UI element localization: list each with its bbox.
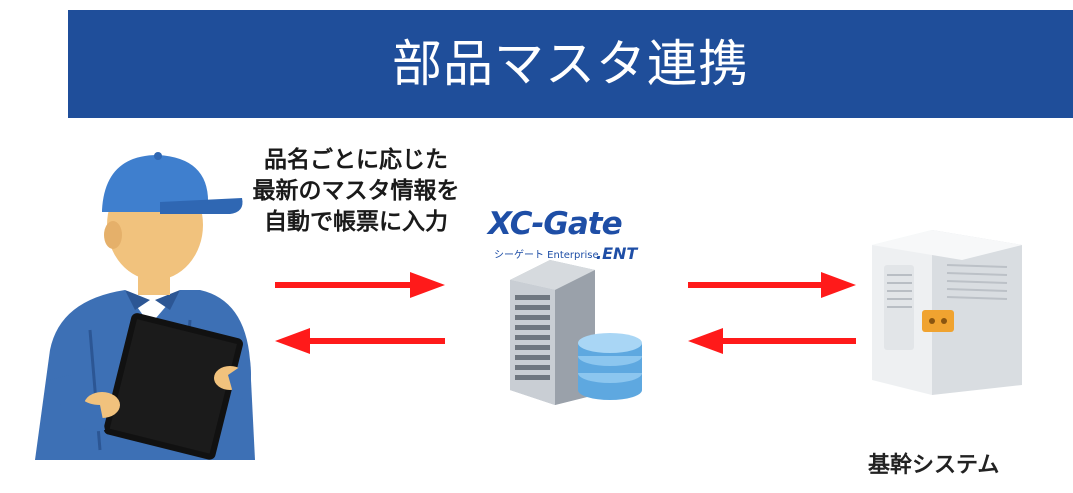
title-banner: 部品マスタ連携: [68, 10, 1073, 118]
caption-line-1: 品名ごとに応じた: [264, 147, 448, 173]
logo-ent-text: .ENT: [596, 244, 638, 263]
server-with-database-icon: [510, 260, 642, 405]
worker-with-tablet-icon: [35, 152, 255, 460]
arrow-right-to-system: [688, 272, 856, 298]
xc-gate-logo: XC-Gate シーゲート Enterprise .ENT: [484, 206, 654, 266]
page-title: 部品マスタ連携: [392, 35, 749, 93]
caption-line-3: 自動で帳票に入力: [264, 209, 448, 235]
caption-line-2: 最新のマスタ情報を: [252, 178, 460, 204]
arrow-right-to-server: [275, 272, 445, 298]
arrow-left-to-server: [688, 328, 856, 354]
logo-sub-text: シーゲート Enterprise: [494, 250, 599, 261]
logo-main-text: XC-Gate: [488, 206, 623, 242]
arrow-left-to-worker: [275, 328, 445, 354]
mainframe-server-icon: [872, 230, 1022, 395]
process-caption: 品名ごとに応じた 最新のマスタ情報を 自動で帳票に入力: [236, 145, 476, 238]
system-label: 基幹システム: [868, 453, 1000, 478]
